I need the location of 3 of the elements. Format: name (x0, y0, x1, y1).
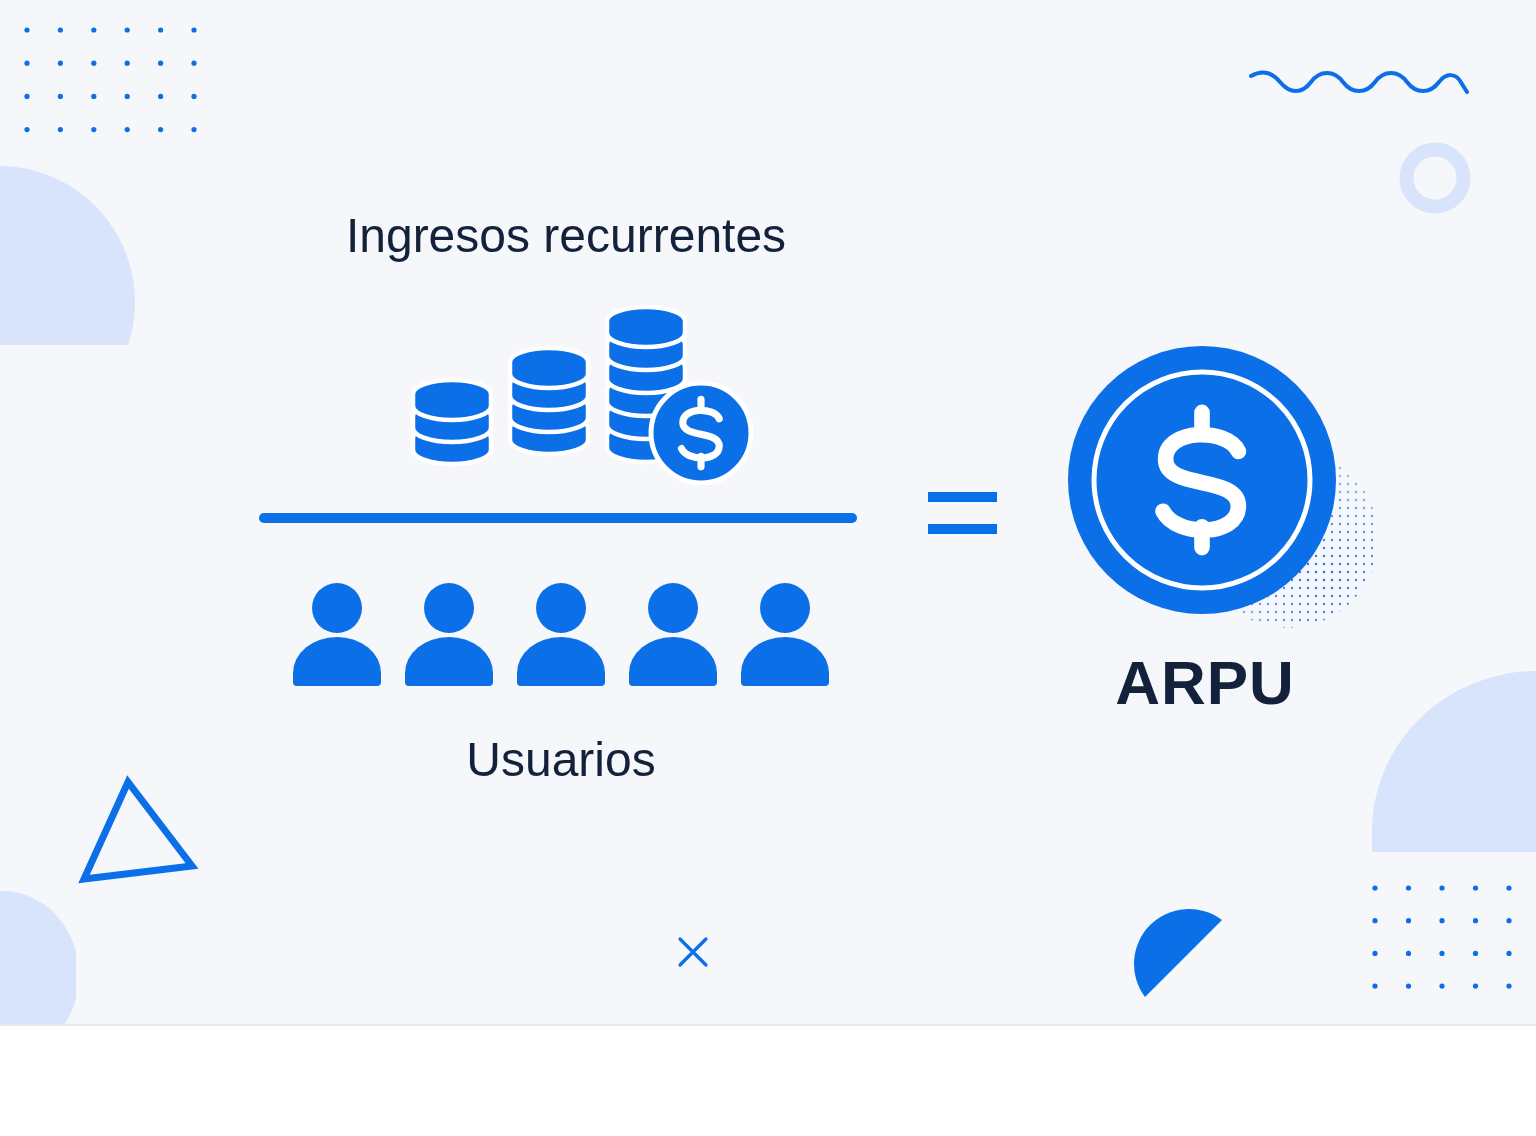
numerator-label: Ingresos recurrentes (345, 212, 787, 260)
denominator-label: Usuarios (466, 736, 656, 784)
result-label: ARPU (1115, 652, 1295, 714)
